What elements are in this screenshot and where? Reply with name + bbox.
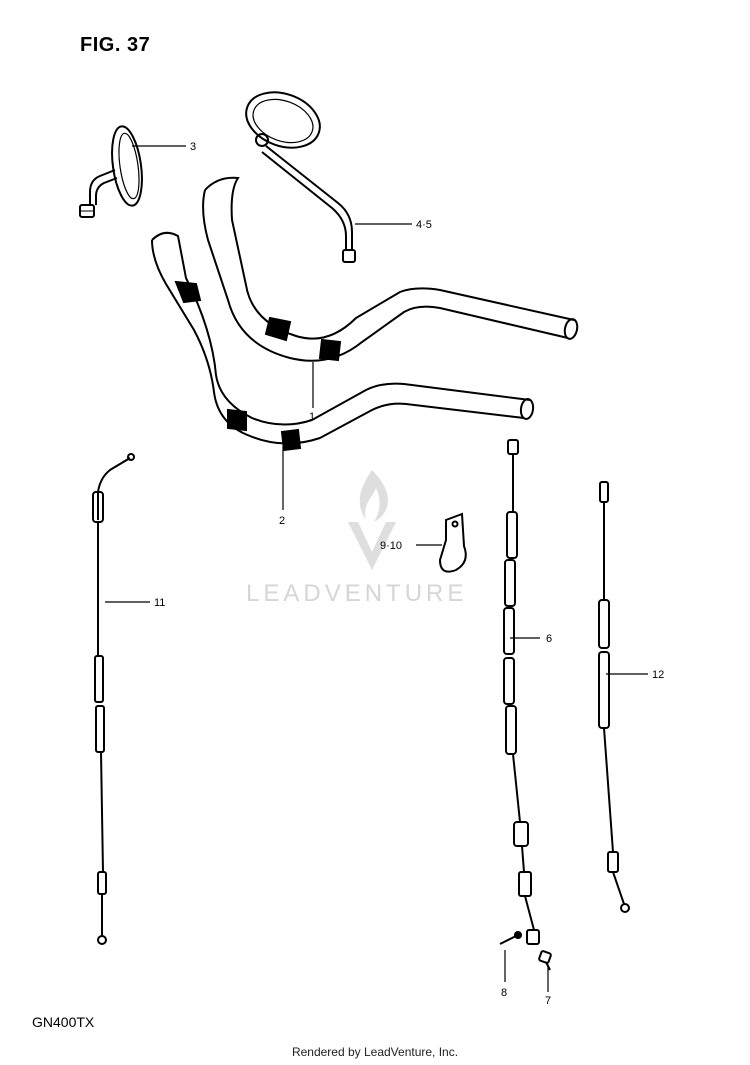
callout-11: 11 [154,597,165,609]
mirror-right [245,91,356,263]
callout-4-5: 4·5 [416,219,432,231]
callout-7: 7 [545,995,551,1007]
callout-1: 1 [309,411,315,423]
watermark-text: LEADVENTURE [246,580,468,607]
callout-8: 8 [501,987,507,999]
callout-2: 2 [279,515,285,527]
callout-9-10: 9·10 [380,540,402,552]
nut-7 [538,950,552,971]
leader-lines [105,145,648,992]
footer-credit: Rendered by LeadVenture, Inc. [291,1045,459,1059]
model-label: GN400TX [32,1014,95,1030]
mirror-left [79,125,143,218]
callout-6: 6 [546,633,552,645]
cable-11 [92,453,135,945]
callout-3: 3 [190,141,196,153]
bolt-8 [499,931,522,945]
cable-12 [598,481,630,913]
callout-12: 12 [652,669,664,681]
figure-title: FIG. 37 [80,34,151,56]
handlebar-2 [151,231,535,452]
handlebar-1 [202,176,579,362]
watermark-logo-icon [348,470,396,570]
cable-6 [503,439,540,945]
clamp-9-10 [438,512,467,573]
